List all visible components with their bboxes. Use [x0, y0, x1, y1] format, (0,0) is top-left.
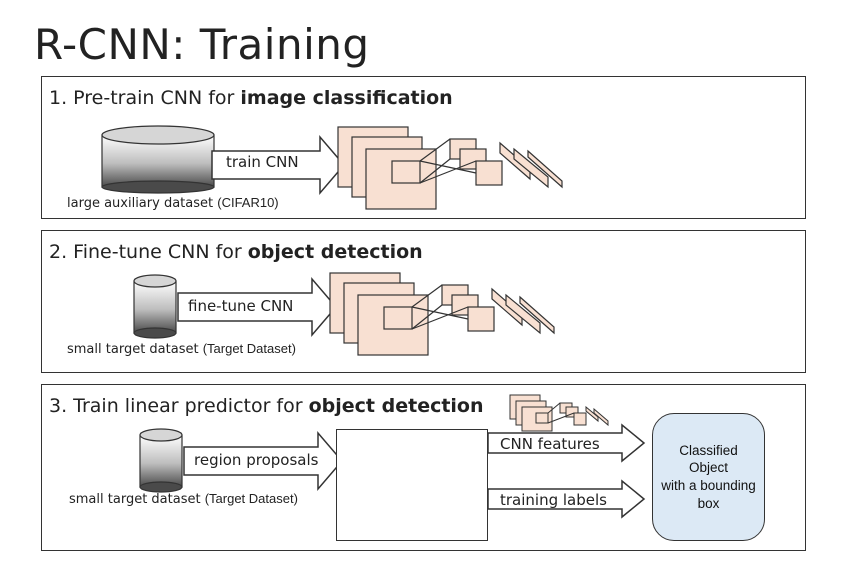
step-3-dataset-label: small target dataset (Target Dataset) — [69, 491, 298, 507]
step-1-heading: 1. Pre-train CNN for image classificatio… — [49, 87, 453, 109]
step-3-panel: 3. Train linear predictor for object det… — [41, 384, 806, 551]
region-proposals-label: region proposals — [194, 451, 319, 469]
step-1-heading-bold: image classification — [240, 87, 453, 109]
training-labels-arrow — [487, 479, 646, 519]
step-2-dataset-label: small target dataset (Target Dataset) — [67, 341, 296, 357]
step-2-diagram — [133, 272, 555, 356]
step-2-heading-plain: 2. Fine-tune CNN for — [49, 241, 248, 263]
region-proposals-arrow — [183, 430, 343, 492]
dataset-name: (Target Dataset) — [202, 341, 296, 356]
cnn-feature-maps — [337, 126, 563, 210]
dataset-description: small target dataset — [67, 342, 203, 357]
fine-tune-arrow-label: fine-tune CNN — [188, 297, 294, 315]
train-arrow — [211, 134, 345, 196]
step-1-panel: 1. Pre-train CNN for image classificatio… — [41, 76, 806, 219]
page-title: R-CNN: Training — [34, 20, 370, 69]
step-1-diagram — [101, 125, 563, 210]
step-2-heading-bold: object detection — [247, 241, 423, 263]
dataset-name: (CIFAR10) — [217, 195, 279, 210]
step-3-diagram — [139, 394, 646, 519]
training-labels-label: training labels — [500, 491, 607, 509]
region-proposal-box — [336, 429, 488, 541]
step-3-heading-plain: 3. Train linear predictor for — [49, 395, 309, 417]
step-1-dataset-label: large auxiliary dataset (CIFAR10) — [67, 195, 279, 211]
step-1-heading-plain: 1. Pre-train CNN for — [49, 87, 241, 109]
cnn-small-icon — [509, 394, 609, 432]
dataset-description: small target dataset — [69, 492, 205, 507]
step-2-heading: 2. Fine-tune CNN for object detection — [49, 241, 423, 263]
classified-object-box: Classified Object with a bounding box — [652, 413, 765, 541]
cnn-features-arrow — [487, 423, 646, 463]
dataset-description: large auxiliary dataset — [67, 196, 218, 211]
step-3-heading-bold: object detection — [308, 395, 484, 417]
train-arrow-label: train CNN — [226, 153, 299, 171]
database-icon — [101, 125, 215, 194]
step-3-heading: 3. Train linear predictor for object det… — [49, 395, 484, 417]
cnn-feature-maps — [329, 272, 555, 356]
cnn-features-label: CNN features — [500, 435, 600, 453]
fine-tune-arrow — [177, 276, 337, 338]
database-icon — [139, 428, 183, 493]
step-2-panel: 2. Fine-tune CNN for object detection fi… — [41, 230, 806, 373]
database-icon — [133, 274, 177, 339]
dataset-name: (Target Dataset) — [204, 491, 298, 506]
